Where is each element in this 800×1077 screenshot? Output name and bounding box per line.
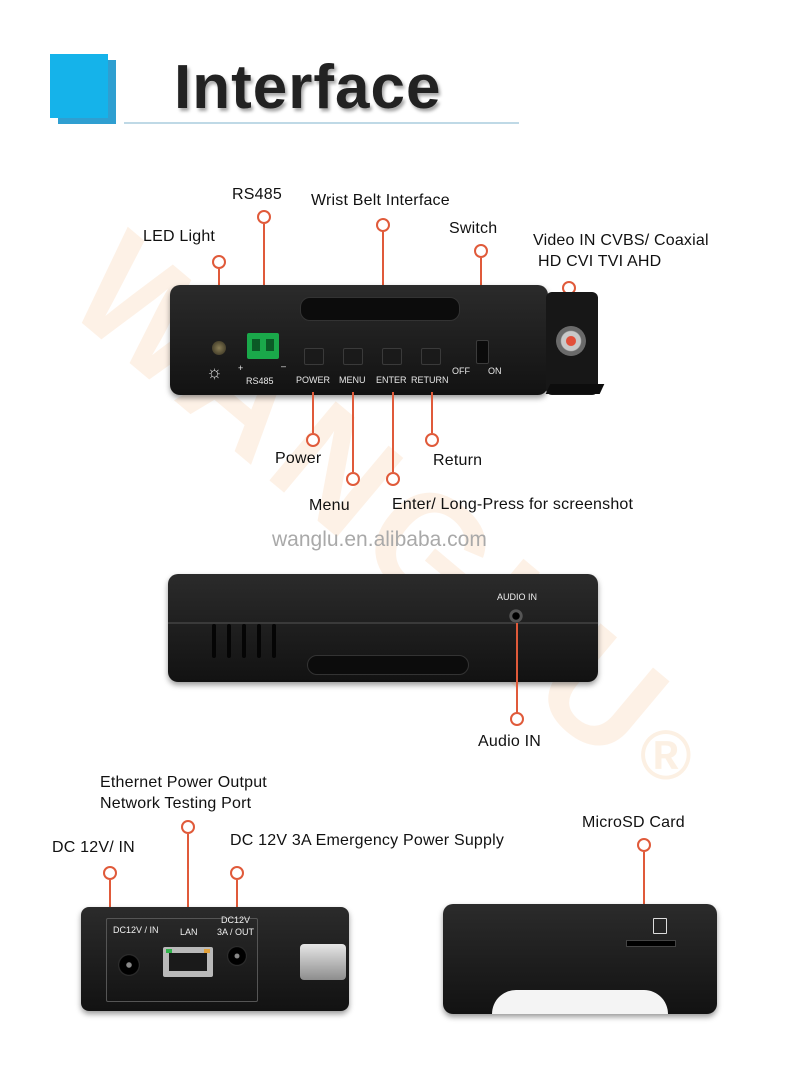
enter-button-text: ENTER [376,375,407,385]
dc-out-label: DC 12V 3A Emergency Power Supply [230,832,505,849]
wrist-belt-marker [376,218,390,232]
dc-in-jack [118,954,140,976]
rs485-terminal [247,333,279,359]
audio-in-line [516,623,518,713]
enter-marker [386,472,400,486]
vent-slot [242,624,246,658]
registered-mark: ® [640,716,692,794]
switch-on-text: ON [488,366,502,376]
dc-in-device-text: DC12V / IN [113,925,159,935]
dc-out-device-text-line1: DC12V [221,915,251,925]
ethernet-marker [181,820,195,834]
enter-label: Enter/ Long-Press for screenshot [392,496,634,513]
rs485-line [263,224,265,332]
dc-in-label: DC 12V/ IN [52,839,135,856]
bnc-side-connector [300,944,346,980]
watermark-url: wanglu.en.alibaba.com [272,528,487,551]
power-button[interactable] [304,348,324,365]
ethernet-label-line2: Network Testing Port [100,795,252,812]
side-device-edge [168,622,598,624]
led-marker [212,255,226,269]
microsd-icon [653,918,667,934]
bnc-video-connector [556,326,586,356]
vent-slot [257,624,261,658]
return-line [431,392,433,433]
rs485-marker [257,210,271,224]
switch-off-text: OFF [452,366,470,376]
audio-in-device-text: AUDIO IN [497,592,538,602]
power-switch[interactable] [476,340,489,364]
header-accent-block [50,54,108,118]
vent-slot [212,624,216,658]
rs485-label: RS485 [232,186,282,203]
power-marker [306,433,320,447]
vent-slot [272,624,276,658]
bottom-left-port-panel [106,918,258,1002]
return-label: Return [433,452,483,469]
switch-marker [474,244,488,258]
dc-out-device-text-line2: 3A / OUT [217,927,255,937]
dc-in-marker [103,866,117,880]
header-underline [124,122,519,124]
menu-button[interactable] [343,348,363,365]
rs485-device-text: RS485 [246,376,274,386]
bottom-right-recess [492,990,668,1014]
wrist-belt-label: Wrist Belt Interface [311,192,450,209]
return-button[interactable] [421,348,441,365]
front-device-ledge [545,384,605,394]
enter-button[interactable] [382,348,402,365]
dc-out-marker [230,866,244,880]
audio-in-label: Audio IN [478,733,541,750]
return-button-text: RETURN [411,375,449,385]
microsd-slot[interactable] [626,940,676,947]
ethernet-line [187,834,189,918]
wrist-belt-slot [300,297,460,321]
menu-label: Menu [309,497,350,514]
video-in-label-line2: HD CVI TVI AHD [538,253,662,270]
switch-label: Switch [449,220,498,237]
lan-port [163,947,213,977]
led-light-label: LED Light [143,228,216,245]
lan-device-text: LAN [180,927,198,937]
power-label: Power [275,450,322,467]
microsd-label: MicroSD Card [582,814,685,831]
microsd-line [643,852,645,922]
menu-button-text: MENU [339,375,366,385]
side-wrist-belt-slot [307,655,469,675]
audio-jack [509,609,523,623]
microsd-marker [637,838,651,852]
led-indicator-icon: ☼ [206,362,223,382]
menu-marker [346,472,360,486]
vent-slot [227,624,231,658]
menu-line [352,392,354,472]
rs485-plus-text: + [238,363,244,373]
power-button-text: POWER [296,375,331,385]
power-line [312,392,314,433]
audio-in-marker [510,712,524,726]
rs485-minus-text: – [281,361,287,371]
enter-line [392,392,394,472]
dc-out-jack [227,946,247,966]
page-title: Interface [174,53,442,122]
return-marker [425,433,439,447]
dc-out-line [236,880,238,916]
video-in-label-line1: Video IN CVBS/ Coaxial [533,232,709,249]
ethernet-label-line1: Ethernet Power Output [100,774,267,791]
led-light [212,341,226,355]
wrist-belt-line [382,232,384,296]
